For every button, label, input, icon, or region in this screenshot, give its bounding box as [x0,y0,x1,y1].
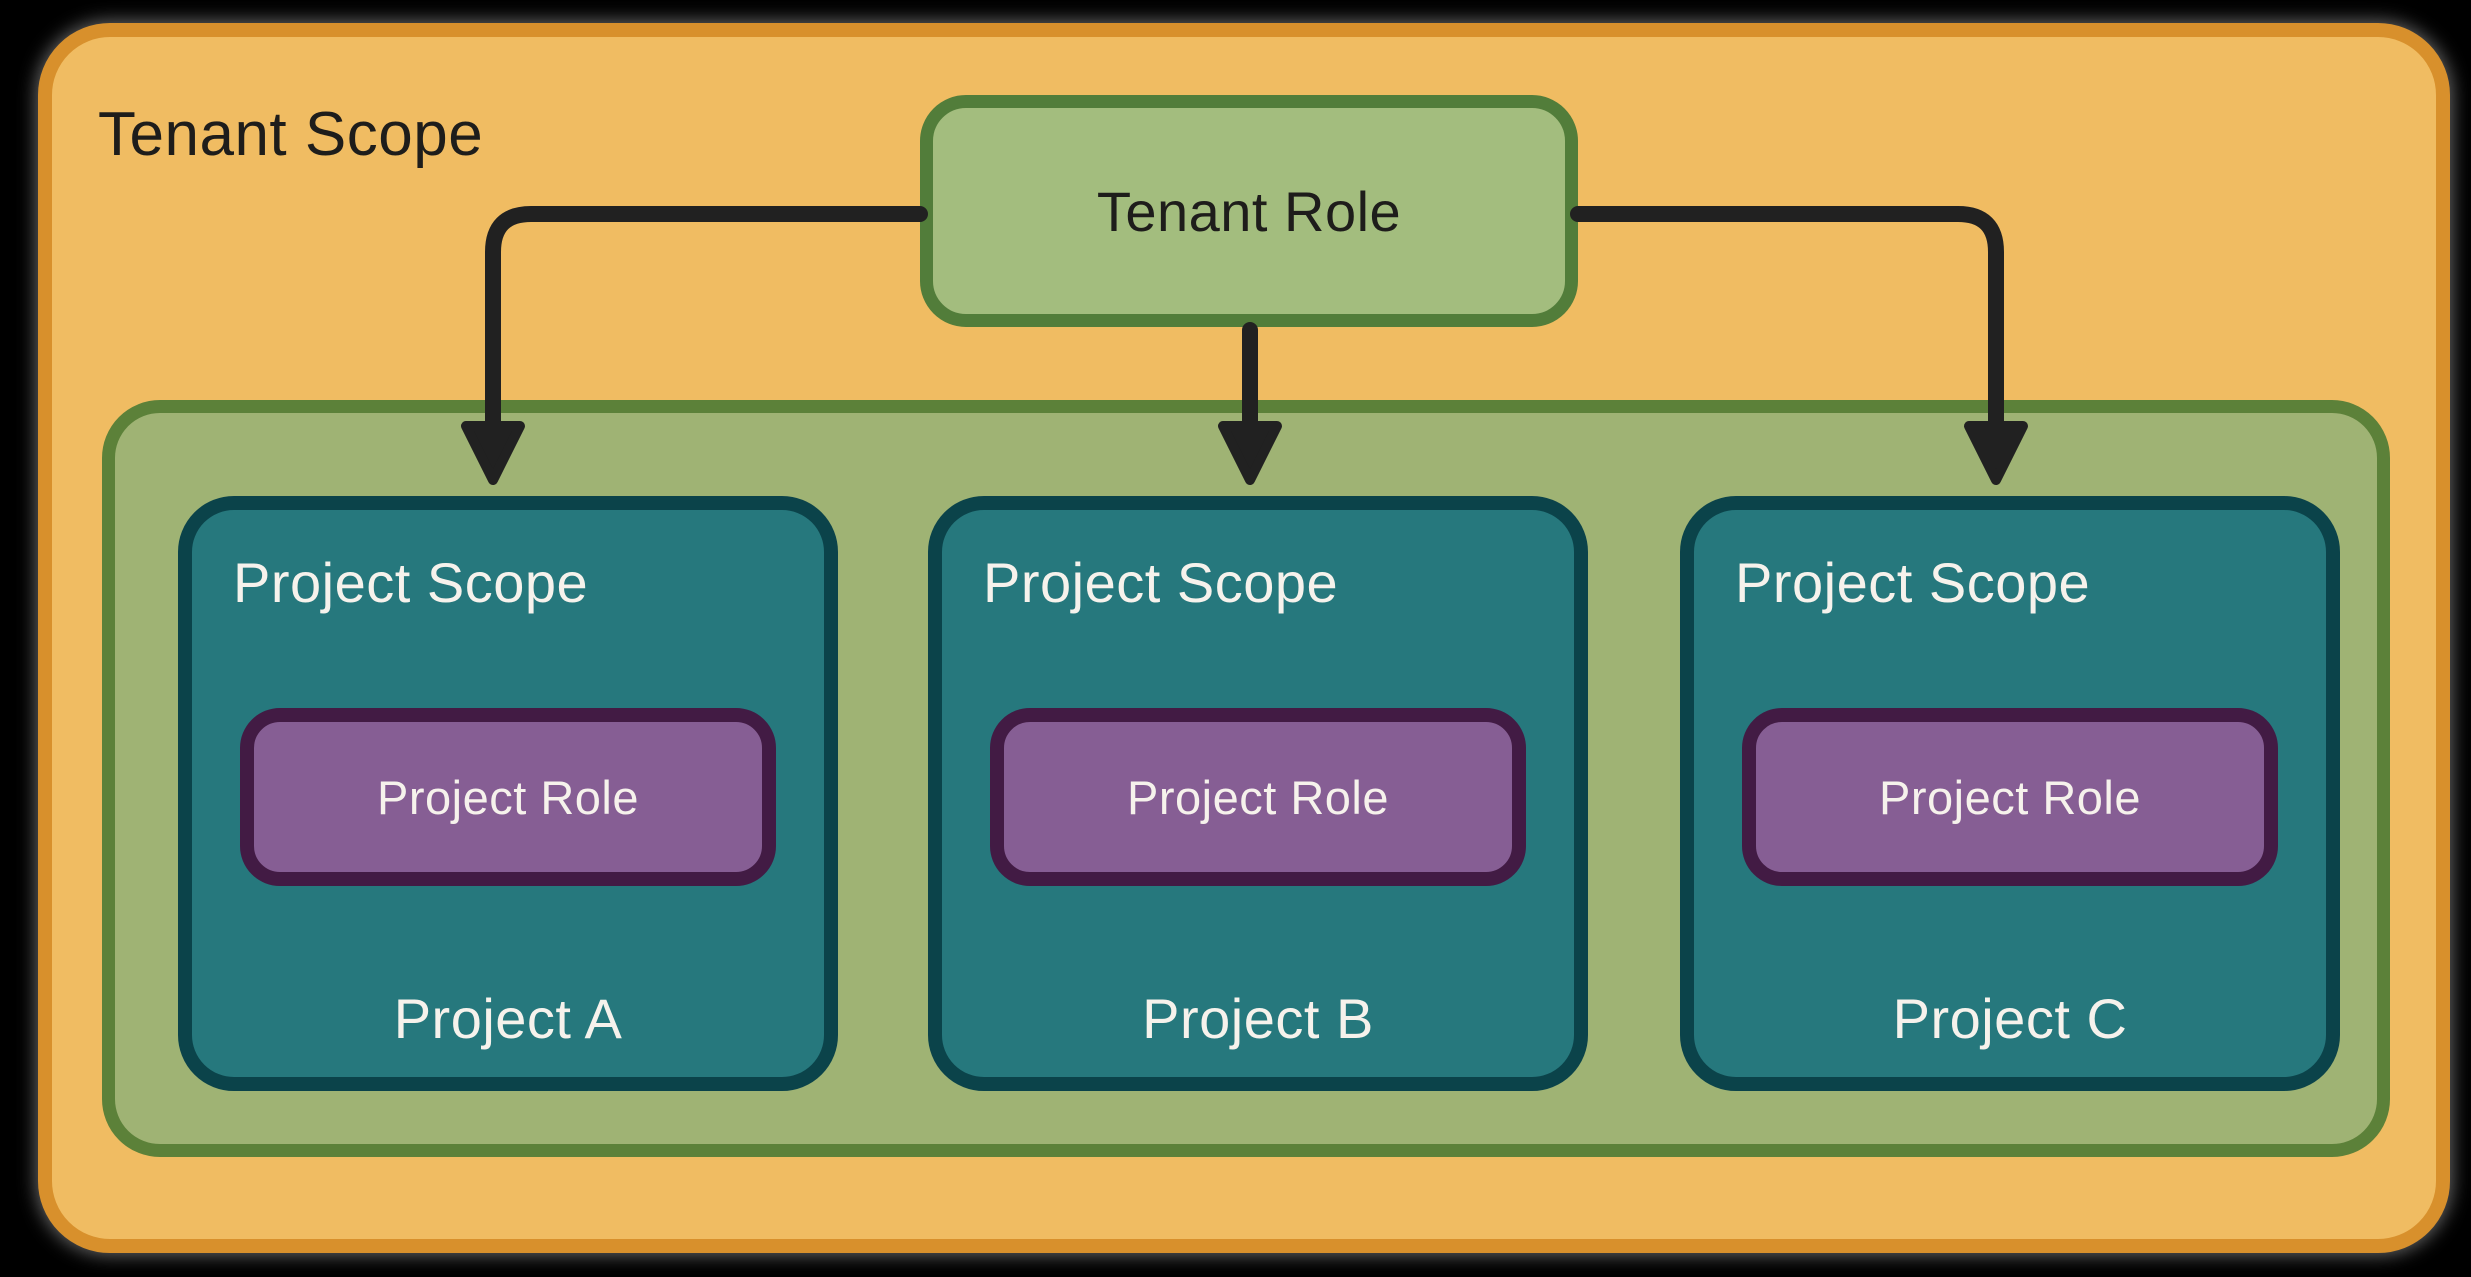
project-scope-box-b: Project Scope Project Role Project B [928,496,1588,1091]
project-role-label: Project Role [1879,770,2141,824]
project-scope-box-a: Project Scope Project Role Project A [178,496,838,1091]
tenant-role-label: Tenant Role [1096,179,1402,243]
project-scope-box-c: Project Scope Project Role Project C [1680,496,2340,1091]
projects-container: Project Scope Project Role Project A Pro… [102,400,2390,1157]
project-scope-label: Project Scope [233,551,589,614]
project-role-box: Project Role [1742,708,2278,886]
tenant-scope-title: Tenant Scope [98,100,484,169]
project-name: Project C [1892,987,2128,1050]
project-role-label: Project Role [377,770,639,824]
project-scope-label: Project Scope [983,551,1339,614]
project-role-label: Project Role [1127,770,1389,824]
project-name: Project A [393,987,623,1050]
project-role-box: Project Role [990,708,1526,886]
project-role-box: Project Role [240,708,776,886]
project-scope-label: Project Scope [1735,551,2091,614]
tenant-role-box: Tenant Role [920,95,1578,327]
project-name: Project B [1142,987,1374,1050]
